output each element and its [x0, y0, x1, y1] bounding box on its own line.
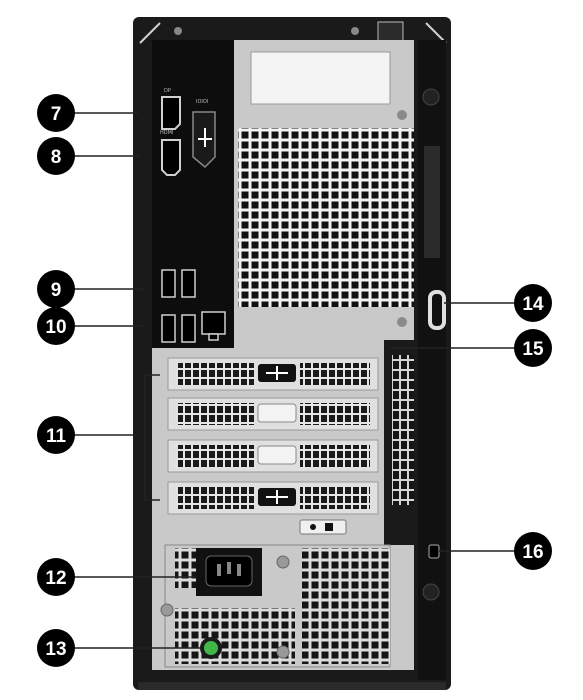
callout-9-circle: [37, 270, 75, 308]
callout-16: 16: [514, 532, 552, 570]
usb2-port-2: [181, 269, 196, 298]
padlock-ring: [428, 290, 446, 330]
callout-group: 7 8 9 10 11 12 13 14 15 16: [37, 94, 552, 667]
screw-top-left: [174, 27, 182, 35]
callout-10-label: 10: [45, 317, 66, 338]
side-screw-top: [422, 88, 440, 106]
callout-14-circle: [514, 284, 552, 322]
displayport: [161, 96, 181, 130]
callout-16-circle: [514, 532, 552, 570]
callout-12: 12: [37, 558, 75, 596]
screw-top-middle: [351, 27, 359, 35]
panel-screw-lower: [397, 317, 407, 327]
psu-screw-left: [160, 603, 174, 617]
callout-15-label: 15: [522, 339, 544, 360]
callout-9-label: 9: [51, 280, 62, 301]
corner-mark-top-right: [425, 22, 447, 44]
connector-block: [299, 519, 347, 535]
psu-vent-left-top: [175, 548, 197, 588]
callout-13: 13: [37, 629, 75, 667]
side-screw-bottom: [422, 583, 440, 601]
side-rail-cutout: [424, 146, 440, 258]
callout-8: 8: [37, 137, 75, 175]
usb3-port-2: [181, 314, 196, 343]
side-vent: [392, 355, 414, 505]
callout-7-circle: [37, 94, 75, 132]
power-pin-right: [237, 564, 241, 576]
psu-vent-right: [302, 548, 390, 664]
ethernet-port: [201, 311, 226, 335]
callout-15: 15: [514, 329, 552, 367]
callout-11: 11: [37, 416, 75, 454]
audio-glyph: IOIOI: [196, 99, 208, 105]
chassis-foot: [138, 682, 446, 690]
psu-vent-bottom: [175, 608, 295, 664]
hdmi-glyph: HDMI: [160, 130, 173, 136]
callout-9: 9: [37, 270, 75, 308]
callout-8-circle: [37, 137, 75, 175]
power-pin-left: [217, 564, 221, 576]
callout-12-label: 12: [45, 568, 66, 589]
leader-lines: [75, 112, 514, 649]
ethernet-port-tab: [208, 333, 219, 341]
callout-7-label: 7: [51, 104, 62, 125]
callout-7: 7: [37, 94, 75, 132]
callout-14-label: 14: [522, 294, 544, 315]
panel-screw-upper: [397, 110, 407, 120]
callout-13-circle: [37, 629, 75, 667]
top-panel-opening: [250, 51, 391, 105]
callout-16-label: 16: [522, 542, 543, 563]
connector-square: [325, 523, 333, 531]
displayport-glyph: DP: [164, 88, 171, 94]
callout-14: 14: [514, 284, 552, 322]
callout-10-circle: [37, 307, 75, 345]
psu-screw-bottom: [276, 645, 290, 659]
io-panel: [152, 40, 234, 348]
callout-11-circle: [37, 416, 75, 454]
callout-8-label: 8: [51, 147, 62, 168]
usb2-port-1: [161, 269, 176, 298]
callout-10: 10: [37, 307, 75, 345]
power-supply-diagnostic-led: [204, 641, 218, 655]
expansion-card-slots: [167, 357, 379, 515]
callout-12-circle: [37, 558, 75, 596]
corner-mark-top-left: [139, 22, 161, 44]
cooling-vent: [238, 128, 414, 307]
kensington-lock-slot: [428, 544, 440, 559]
power-pin-middle: [227, 562, 231, 574]
usb3-port-1: [161, 314, 176, 343]
psu-screw-top: [276, 555, 290, 569]
callout-13-label: 13: [45, 639, 66, 660]
callout-11-label: 11: [46, 426, 67, 447]
hdmi-port: [161, 139, 181, 176]
callout-15-circle: [514, 329, 552, 367]
connector-hole: [310, 524, 316, 530]
